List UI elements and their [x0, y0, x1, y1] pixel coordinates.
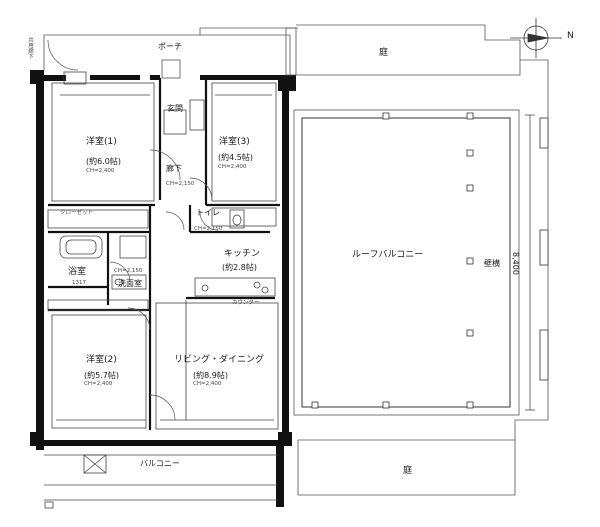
room-bath-name: 浴室	[68, 267, 87, 277]
room-western-3-name: 洋室(3)	[219, 137, 250, 147]
room-western-1-area: (約6.0帖)	[86, 157, 121, 166]
room-ldk-name: リビング・ダイニング	[174, 355, 265, 365]
eave-label: 壁横	[484, 259, 500, 268]
dimension-label: 8,400	[511, 252, 520, 275]
compass-icon	[510, 18, 562, 58]
counter-label: カウンター	[232, 300, 260, 306]
roof-balcony-outline	[293, 24, 549, 496]
porch-label: ポーチ	[158, 42, 182, 51]
room-western-2-ceiling: CH=2,400	[84, 381, 113, 387]
room-western-3-ceiling: CH=2,400	[218, 164, 247, 170]
porch-outline	[43, 27, 298, 79]
room-kitchen-area: (約2.8帖)	[222, 263, 257, 272]
room-western-2-name: 洋室(2)	[86, 355, 117, 365]
roof-balcony-label: ルーフバルコニー	[352, 250, 424, 260]
room-kitchen-name: キッチン	[224, 249, 261, 259]
room-toilet-name: トイレ	[196, 208, 220, 217]
room-hallway-name: 廊下	[166, 164, 182, 173]
door-swings	[47, 39, 219, 421]
room-toilet-ceiling: CH=2,150	[194, 226, 223, 232]
balcony-label: バルコニー	[140, 459, 180, 468]
garden-top-label: 庭	[379, 48, 389, 58]
room-bath-size: 1317	[72, 280, 86, 286]
shared-hallway-label: 共用廊下	[27, 37, 33, 59]
room-western-1-name: 洋室(1)	[86, 137, 117, 147]
balcony-markers	[311, 112, 549, 409]
dimension-line	[525, 114, 535, 411]
room-washroom-ceiling: CH=2,150	[114, 268, 143, 274]
interior-details	[44, 71, 279, 509]
room-ldk-area: (約8.9帖)	[193, 371, 228, 380]
garden-bottom-label: 庭	[403, 466, 413, 476]
room-western-1-ceiling: CH=2,400	[86, 168, 115, 174]
room-western-3-area: (約4.5帖)	[218, 153, 253, 162]
room-washroom-name: 洗面室	[118, 279, 142, 288]
room-entrance-name: 玄関	[167, 104, 183, 113]
compass-north-label: N	[567, 31, 574, 41]
closet-label: クローゼット	[60, 210, 94, 216]
exterior-walls	[30, 70, 296, 507]
room-western-2-area: (約5.7帖)	[84, 371, 119, 380]
room-hallway-ceiling: CH=2,150	[166, 181, 195, 187]
room-ldk-ceiling: CH=2,400	[193, 381, 222, 387]
